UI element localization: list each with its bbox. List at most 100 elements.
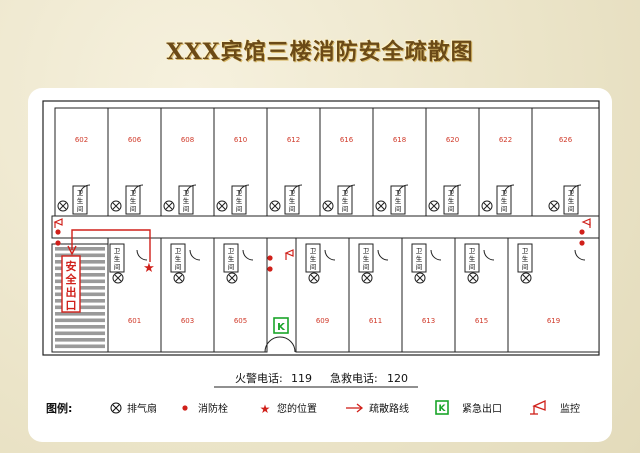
room-number: 620: [446, 136, 459, 144]
svg-text:卫: 卫: [469, 247, 476, 255]
svg-text:生: 生: [289, 196, 296, 205]
corridor: [51, 215, 600, 239]
room-number: 622: [499, 136, 512, 144]
room-609: 609 卫生间: [295, 237, 350, 353]
svg-text:间: 间: [469, 263, 476, 271]
svg-text:生: 生: [175, 254, 182, 263]
room-number: 610: [234, 136, 247, 144]
exhaust-fan-icon: [322, 200, 334, 212]
emergency-exit-door: K: [264, 317, 296, 353]
room-603: 603 卫生间: [160, 237, 215, 353]
room-number: 603: [181, 317, 194, 325]
svg-text:生: 生: [448, 196, 455, 205]
svg-text:生: 生: [501, 196, 508, 205]
restroom-label: 卫生间: [522, 247, 529, 271]
svg-text:卫: 卫: [416, 247, 423, 255]
svg-text:间: 间: [236, 205, 243, 213]
exhaust-fan-icon: [110, 200, 122, 212]
exhaust-fan-icon: [428, 200, 440, 212]
room-number: 615: [475, 317, 488, 325]
restroom-label: 卫生间: [114, 247, 121, 271]
star-legend-icon: ★: [260, 402, 271, 416]
exhaust-fan-icon: [308, 272, 320, 284]
fire-hydrant-icon: [55, 229, 61, 246]
room-number: 612: [287, 136, 300, 144]
room-number: 611: [369, 317, 382, 325]
exhaust-fan-icon: [414, 272, 426, 284]
svg-text:卫: 卫: [522, 247, 529, 255]
camera-icon: [53, 218, 63, 228]
svg-text:生: 生: [363, 254, 370, 263]
page-title: XXX宾馆三楼消防安全疏散图: [166, 39, 474, 65]
room-613: 613 卫生间: [401, 237, 456, 353]
fire-hydrant-icon: [579, 229, 585, 246]
svg-text:生: 生: [310, 254, 317, 263]
fan-icon: [110, 402, 122, 414]
legend-route: 疏散路线: [369, 402, 409, 415]
legend-exit: 紧急出口: [462, 402, 502, 415]
svg-text:卫: 卫: [175, 247, 182, 255]
svg-text:间: 间: [228, 263, 235, 271]
room-number: 609: [316, 317, 329, 325]
restroom-label: 卫生间: [175, 247, 182, 271]
svg-text:间: 间: [310, 263, 317, 271]
svg-text:卫: 卫: [114, 247, 121, 255]
exit-char-3: 出: [66, 285, 77, 299]
legend-hydrant: 消防栓: [198, 402, 228, 415]
exhaust-fan-icon: [375, 200, 387, 212]
exhaust-fan-icon: [548, 200, 560, 212]
svg-text:间: 间: [395, 205, 402, 213]
svg-text:生: 生: [522, 254, 529, 263]
room-number: 626: [559, 136, 573, 144]
svg-text:生: 生: [568, 196, 575, 205]
svg-text:间: 间: [501, 205, 508, 213]
room-number: 619: [547, 317, 560, 325]
svg-text:生: 生: [416, 254, 423, 263]
camera-legend-icon: [530, 399, 546, 415]
svg-text:生: 生: [236, 196, 243, 205]
svg-text:卫: 卫: [310, 247, 317, 255]
you-are-here-icon: ★: [143, 261, 155, 276]
svg-text:间: 间: [342, 205, 349, 213]
restroom-label: 卫生间: [310, 247, 317, 271]
exhaust-fan-icon: [520, 272, 532, 284]
room-number: 613: [422, 317, 435, 325]
phone-numbers: 火警电话: 119 急救电话: 120: [214, 371, 418, 388]
hydrant-legend-icon: [182, 405, 188, 411]
exhaust-fan-icon: [226, 272, 238, 284]
svg-text:间: 间: [568, 205, 575, 213]
evacuation-route: [67, 229, 151, 262]
room-number: 618: [393, 136, 406, 144]
svg-text:K: K: [439, 404, 447, 414]
room-number: 602: [75, 136, 88, 144]
svg-text:生: 生: [130, 196, 137, 205]
fire-phone-label: 火警电话:: [235, 371, 283, 385]
svg-text:间: 间: [448, 205, 455, 213]
room-number: 616: [340, 136, 354, 144]
exhaust-fan-icon: [173, 272, 185, 284]
camera-icon: [581, 218, 591, 228]
svg-text:生: 生: [395, 196, 402, 205]
exit-char-4: 口: [66, 299, 77, 312]
svg-text:间: 间: [363, 263, 370, 271]
svg-text:间: 间: [77, 205, 84, 213]
legend-camera: 监控: [560, 402, 580, 415]
exhaust-fan-icon: [269, 200, 281, 212]
legend: 图例: 排气扇 消防栓 ★ 您的位置 疏散路线 K 紧急出口 监控: [46, 399, 580, 416]
room-number: 606: [128, 136, 142, 144]
exhaust-fan-icon: [57, 200, 69, 212]
exhaust-fan-icon: [216, 200, 228, 212]
svg-text:生: 生: [228, 254, 235, 263]
fire-phone-number: 119: [291, 372, 312, 385]
svg-text:生: 生: [77, 196, 84, 205]
svg-text:卫: 卫: [228, 247, 235, 255]
restroom-label: 卫生间: [416, 247, 423, 271]
